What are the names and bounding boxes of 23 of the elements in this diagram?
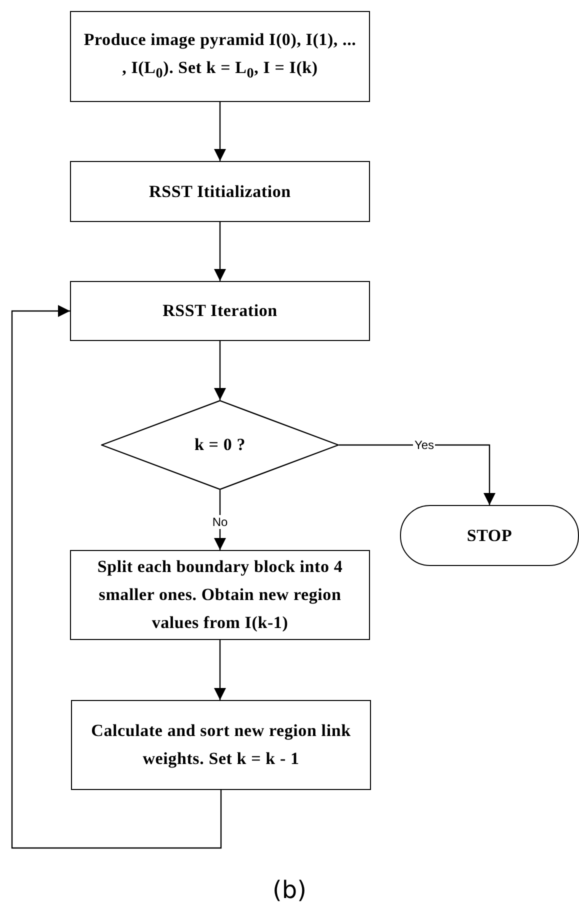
process-box — [70, 550, 370, 640]
arrow — [214, 640, 226, 700]
edge-label: No — [211, 515, 229, 529]
node-text: k = 0 ? — [194, 434, 246, 456]
process-box — [70, 161, 370, 222]
figure-caption: (b) — [272, 876, 308, 904]
node-text: RSST Iteration — [162, 300, 278, 322]
arrow — [11, 305, 222, 849]
node-text: RSST Ititialization — [149, 180, 291, 202]
node-text: Split each boundary block into 4 smaller ones. Obtain new region values from I(k-1) — [96, 556, 344, 634]
node-text: Produce image pyramid I(0), I(1), ... , I(L$_{0}$). Set k = L$_{0}$, I = I(k) — [82, 28, 358, 84]
arrow — [214, 222, 226, 281]
node-text: STOP — [466, 524, 512, 546]
node-text: Calculate and sort new region link weights. Set k = k - 1 — [90, 720, 352, 770]
arrow — [214, 102, 226, 161]
edge-label: Yes — [413, 438, 436, 452]
terminal-box — [400, 505, 579, 566]
process-box — [70, 11, 370, 102]
process-box — [70, 281, 370, 341]
arrow — [339, 444, 496, 505]
arrow — [214, 341, 226, 400]
decision-diamond — [101, 400, 339, 490]
process-box — [71, 700, 371, 790]
